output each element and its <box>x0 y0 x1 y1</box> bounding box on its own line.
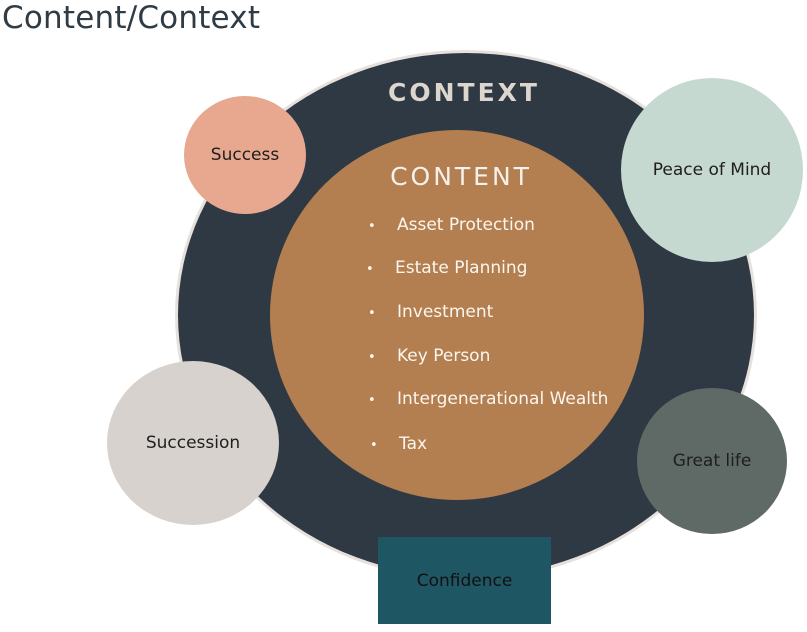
content-circle <box>270 130 644 500</box>
content-item-asset-protection: • Asset Protection <box>368 215 535 235</box>
bullet-icon: • <box>368 306 376 321</box>
success-bubble: Success <box>184 96 306 214</box>
bullet-icon: • <box>368 393 376 408</box>
peace-of-mind-bubble: Peace of Mind <box>621 78 803 262</box>
confidence-box: Confidence <box>378 537 551 624</box>
bullet-icon: • <box>366 262 374 277</box>
content-item-label: Intergenerational Wealth <box>397 389 609 409</box>
bullet-icon: • <box>370 438 378 453</box>
succession-bubble: Succession <box>107 361 279 525</box>
bullet-icon: • <box>368 350 376 365</box>
content-item-label: Asset Protection <box>397 215 535 235</box>
page-title: Content/Context <box>2 0 261 36</box>
content-label: CONTENT <box>390 162 532 191</box>
context-label: CONTEXT <box>388 78 540 107</box>
confidence-label: Confidence <box>416 570 513 591</box>
success-label: Success <box>210 145 280 165</box>
succession-label: Succession <box>145 433 241 453</box>
content-item-label: Estate Planning <box>395 258 528 278</box>
content-item-investment: • Investment <box>368 302 493 322</box>
great-life-label: Great life <box>672 451 752 471</box>
content-item-label: Tax <box>399 434 428 454</box>
content-item-label: Investment <box>397 302 494 322</box>
peace-of-mind-label: Peace of Mind <box>652 160 772 180</box>
content-item-label: Key Person <box>397 346 491 366</box>
content-item-key-person: • Key Person <box>368 346 490 366</box>
content-item-intergenerational-wealth: • Intergenerational Wealth <box>368 389 608 409</box>
content-item-estate-planning: • Estate Planning <box>366 258 527 278</box>
great-life-bubble: Great life <box>637 388 787 534</box>
content-item-tax: • Tax <box>370 434 427 454</box>
bullet-icon: • <box>368 219 376 234</box>
